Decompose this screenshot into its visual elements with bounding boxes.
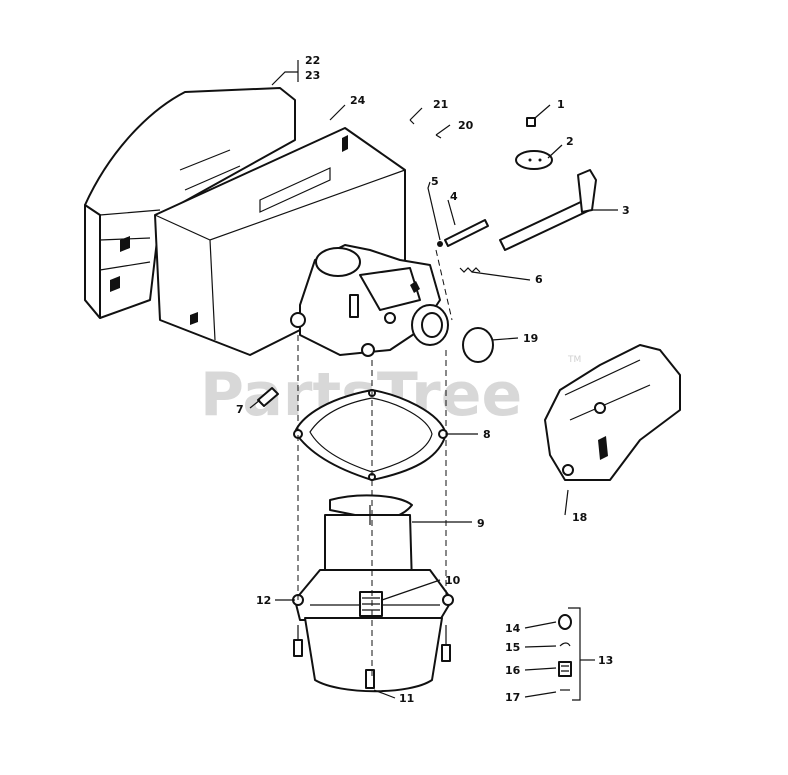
throttle-shaft — [499, 169, 597, 251]
float-bowl — [292, 569, 454, 693]
callout-10: 10 — [445, 574, 461, 587]
choke-shaft-4 — [444, 219, 489, 247]
small-parts-20-21 — [409, 119, 442, 139]
spring-6 — [459, 267, 481, 273]
callout-12: 12 — [256, 594, 271, 607]
callout-9: 9 — [477, 517, 485, 530]
callout-14: 14 — [505, 622, 521, 635]
callout-24: 24 — [350, 94, 366, 107]
leader-lines — [249, 60, 618, 699]
screw-1 — [526, 117, 536, 127]
callout-3: 3 — [622, 204, 630, 217]
alignment-lines — [297, 170, 453, 680]
bowl-screws — [293, 625, 451, 662]
housing-18 — [544, 344, 681, 481]
needle-7 — [257, 387, 279, 407]
callout-8: 8 — [483, 428, 491, 441]
gasket-8 — [293, 389, 448, 481]
carburetor-body — [290, 244, 449, 357]
callout-23: 23 — [305, 69, 320, 82]
screw-5 — [437, 241, 443, 247]
callout-18: 18 — [572, 511, 587, 524]
callout-22: 22 — [305, 54, 320, 67]
callout-11: 11 — [399, 692, 414, 705]
callout-2: 2 — [566, 135, 574, 148]
watermark-trademark: TM — [567, 355, 581, 365]
o-ring-19 — [462, 327, 494, 363]
callout-16: 16 — [505, 664, 521, 677]
callout-17: 17 — [505, 691, 520, 704]
callout-6: 6 — [535, 273, 543, 286]
callout-7: 7 — [236, 403, 244, 416]
callout-13: 13 — [598, 654, 613, 667]
throttle-plate — [515, 150, 553, 170]
callout-1: 1 — [557, 98, 565, 111]
callout-20: 20 — [458, 119, 474, 132]
callout-4: 4 — [450, 190, 458, 203]
callout-labels: 22 23 24 21 20 1 2 3 5 4 6 19 7 8 9 18 1… — [236, 54, 630, 705]
callout-5: 5 — [431, 175, 439, 188]
kit-13-parts — [558, 607, 581, 701]
callout-15: 15 — [505, 641, 520, 654]
callout-21: 21 — [433, 98, 448, 111]
drain-11 — [365, 669, 375, 689]
callout-19: 19 — [523, 332, 538, 345]
